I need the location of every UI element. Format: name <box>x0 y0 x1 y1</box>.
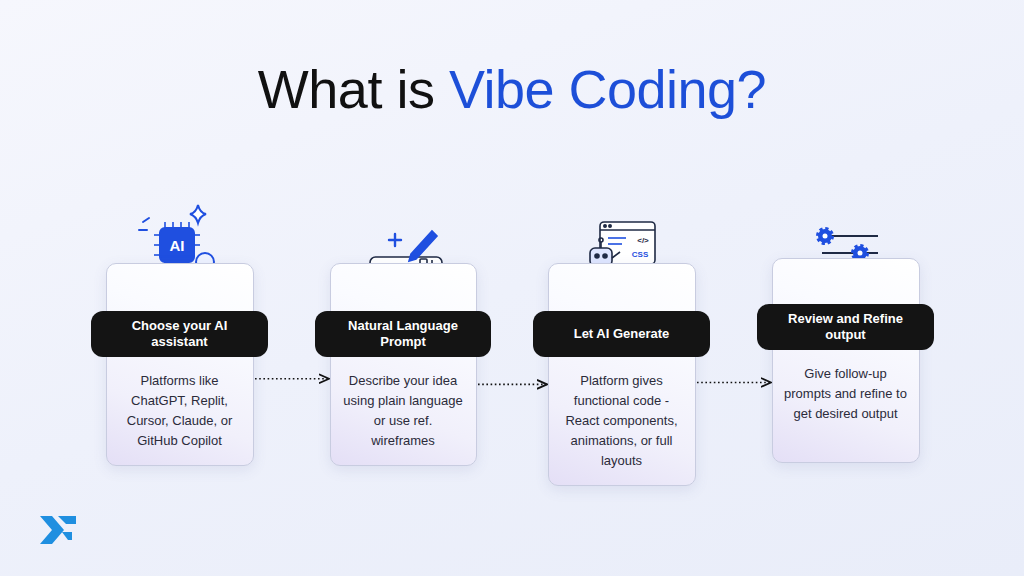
step-description: Platform gives functional code - React c… <box>560 371 683 471</box>
page-title: What is Vibe Coding? <box>258 58 766 120</box>
step-card: Choose your AI assistantPlatforms like C… <box>106 263 254 466</box>
step-heading: Let AI Generate <box>533 311 710 357</box>
icon-label: </> <box>637 236 649 245</box>
step-description: Platforms like ChatGPT, Replit, Cursor, … <box>118 371 241 451</box>
flow-arrow <box>255 378 329 380</box>
flow-arrow <box>478 384 547 386</box>
step-card: Natural Language PromptDescribe your ide… <box>330 263 477 466</box>
step-heading: Review and Refine output <box>757 304 934 350</box>
step-description: Give follow-up prompts and refine to get… <box>784 364 907 424</box>
flow-arrow <box>697 382 771 384</box>
step-description: Describe your idea using plain language … <box>342 371 464 451</box>
step-card: Let AI GeneratePlatform gives functional… <box>548 263 696 486</box>
step-heading: Natural Language Prompt <box>315 311 491 357</box>
step-heading: Choose your AI assistant <box>91 311 268 357</box>
brand-logo <box>40 516 76 544</box>
icon-label: CSS <box>632 250 648 259</box>
icon-label: AI <box>170 237 185 254</box>
step-card: Review and Refine outputGive follow-up p… <box>772 258 920 463</box>
